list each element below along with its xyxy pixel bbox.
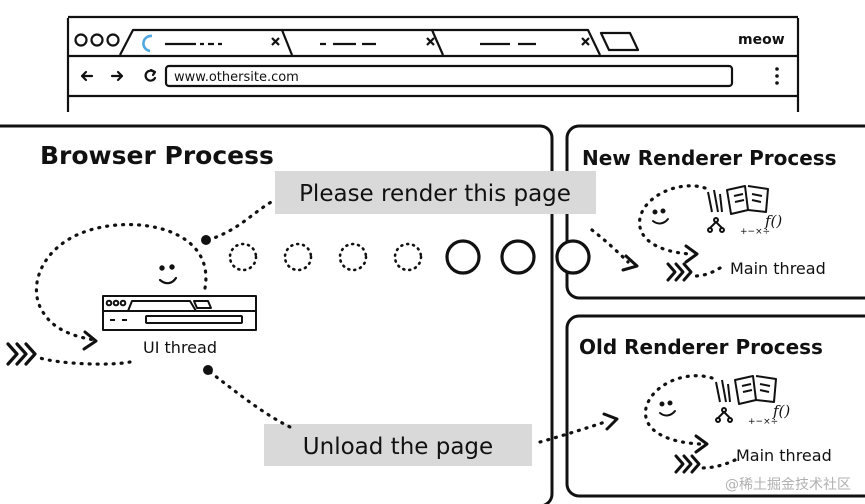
address-url[interactable]: www.othersite.com: [174, 70, 299, 85]
browser-tabs: [119, 28, 640, 56]
new-main-thread-arrowhead-icon: [684, 244, 699, 264]
watermark: @稀土掘金技术社区: [725, 477, 851, 493]
old-main-thread-face-icon: [659, 400, 676, 417]
back-arrow-icon[interactable]: [80, 70, 94, 82]
ui-thread-label: UI thread: [143, 338, 217, 357]
ui-thread-loop: [34, 198, 294, 430]
close-tab-icon[interactable]: [426, 37, 435, 46]
render-message: Please render this page: [299, 181, 571, 207]
loading-spinner-icon: [142, 34, 153, 53]
tab-2[interactable]: [282, 28, 445, 56]
reload-icon[interactable]: [144, 68, 157, 82]
new-renderer-book-icon: [707, 185, 769, 233]
render-request-arrowhead-icon: [621, 254, 639, 272]
old-main-thread-label: Main thread: [736, 446, 832, 465]
ui-thread-speed-lines-icon: [6, 342, 37, 366]
new-renderer-math-icon: +−×÷: [740, 227, 770, 237]
browser-process-title: Browser Process: [40, 141, 274, 170]
new-main-thread-label: Main thread: [730, 259, 826, 278]
old-renderer-process-box: [565, 314, 865, 498]
old-renderer-book-icon: [715, 375, 777, 423]
toolbar: [80, 64, 734, 88]
forward-arrow-icon[interactable]: [110, 70, 124, 82]
old-main-thread-loop: [643, 374, 737, 470]
old-renderer-math-icon: +−×÷: [748, 417, 778, 427]
menu-icon[interactable]: [775, 67, 779, 85]
browser-window: [66, 15, 800, 112]
progress-circle-pending: [393, 242, 423, 272]
unload-message-origin-dot: [203, 365, 213, 375]
new-main-thread-loop: [638, 184, 722, 278]
close-tab-icon[interactable]: [581, 37, 590, 46]
render-message-bg: [275, 171, 596, 214]
mini-browser-icon: [102, 295, 257, 331]
new-tab-button[interactable]: [599, 31, 640, 52]
old-main-thread-arrowhead-icon: [694, 434, 709, 454]
new-main-thread-face-icon: [652, 208, 669, 225]
unload-request-arrow: [538, 419, 610, 444]
progress-circle-pending: [228, 242, 258, 272]
tab-3[interactable]: [432, 28, 601, 56]
unload-message-bg: [264, 424, 532, 466]
ui-thread-arrowhead-icon: [82, 330, 98, 351]
progress-circle-loaded: [555, 239, 591, 275]
window-control-icon[interactable]: [90, 33, 104, 47]
old-main-thread-speed-lines-icon: [674, 454, 701, 474]
render-message-origin-dot: [201, 235, 211, 245]
new-renderer-function-icon: f(): [764, 212, 782, 230]
address-bar[interactable]: [164, 64, 734, 88]
unload-request-arrowhead-icon: [602, 412, 619, 431]
progress-circles: [228, 239, 591, 275]
progress-circle-loaded: [445, 239, 481, 275]
window-control-icon[interactable]: [74, 33, 88, 47]
tab-active[interactable]: [119, 28, 294, 56]
unload-message: Unload the page: [303, 434, 493, 460]
window-control-icon[interactable]: [106, 33, 120, 47]
new-renderer-title: New Renderer Process: [582, 146, 837, 170]
progress-circle-pending: [283, 242, 313, 272]
progress-circle-pending: [338, 242, 368, 272]
new-main-thread-speed-lines-icon: [666, 262, 693, 282]
progress-circle-loaded: [500, 239, 536, 275]
browser-process-box: [0, 124, 554, 504]
render-request-arrow: [590, 228, 630, 264]
old-renderer-function-icon: f(): [772, 402, 790, 420]
old-renderer-title: Old Renderer Process: [579, 335, 823, 359]
close-tab-icon[interactable]: [271, 37, 280, 46]
browser-badge: meow: [738, 32, 785, 48]
window-controls[interactable]: [74, 33, 120, 47]
ui-thread-face-icon: [158, 264, 178, 285]
